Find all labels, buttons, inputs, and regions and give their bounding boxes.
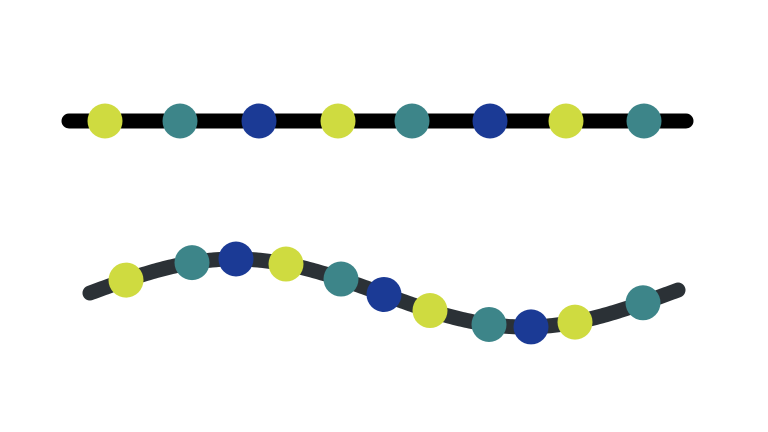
straight-strand-beads [87,103,662,139]
bead-teal [174,245,210,281]
bead-blue [366,276,402,312]
bead-teal [471,306,507,342]
bead-yellow [320,103,356,139]
bead-teal [626,103,662,139]
bead-teal [323,261,359,297]
bead-teal [625,285,661,321]
bead-yellow [87,103,123,139]
bead-yellow [268,246,304,282]
straight-strand [61,103,694,139]
bead-blue [513,309,549,345]
bead-teal [162,103,198,139]
bead-yellow [412,293,448,329]
bead-yellow [557,304,593,340]
bead-yellow [108,262,144,298]
bead-yellow [548,103,584,139]
bead-blue [218,241,254,277]
wavy-strand-beads [108,241,661,345]
bead-blue [241,103,277,139]
bead-teal [394,103,430,139]
bead-blue [472,103,508,139]
wavy-strand [82,241,686,345]
